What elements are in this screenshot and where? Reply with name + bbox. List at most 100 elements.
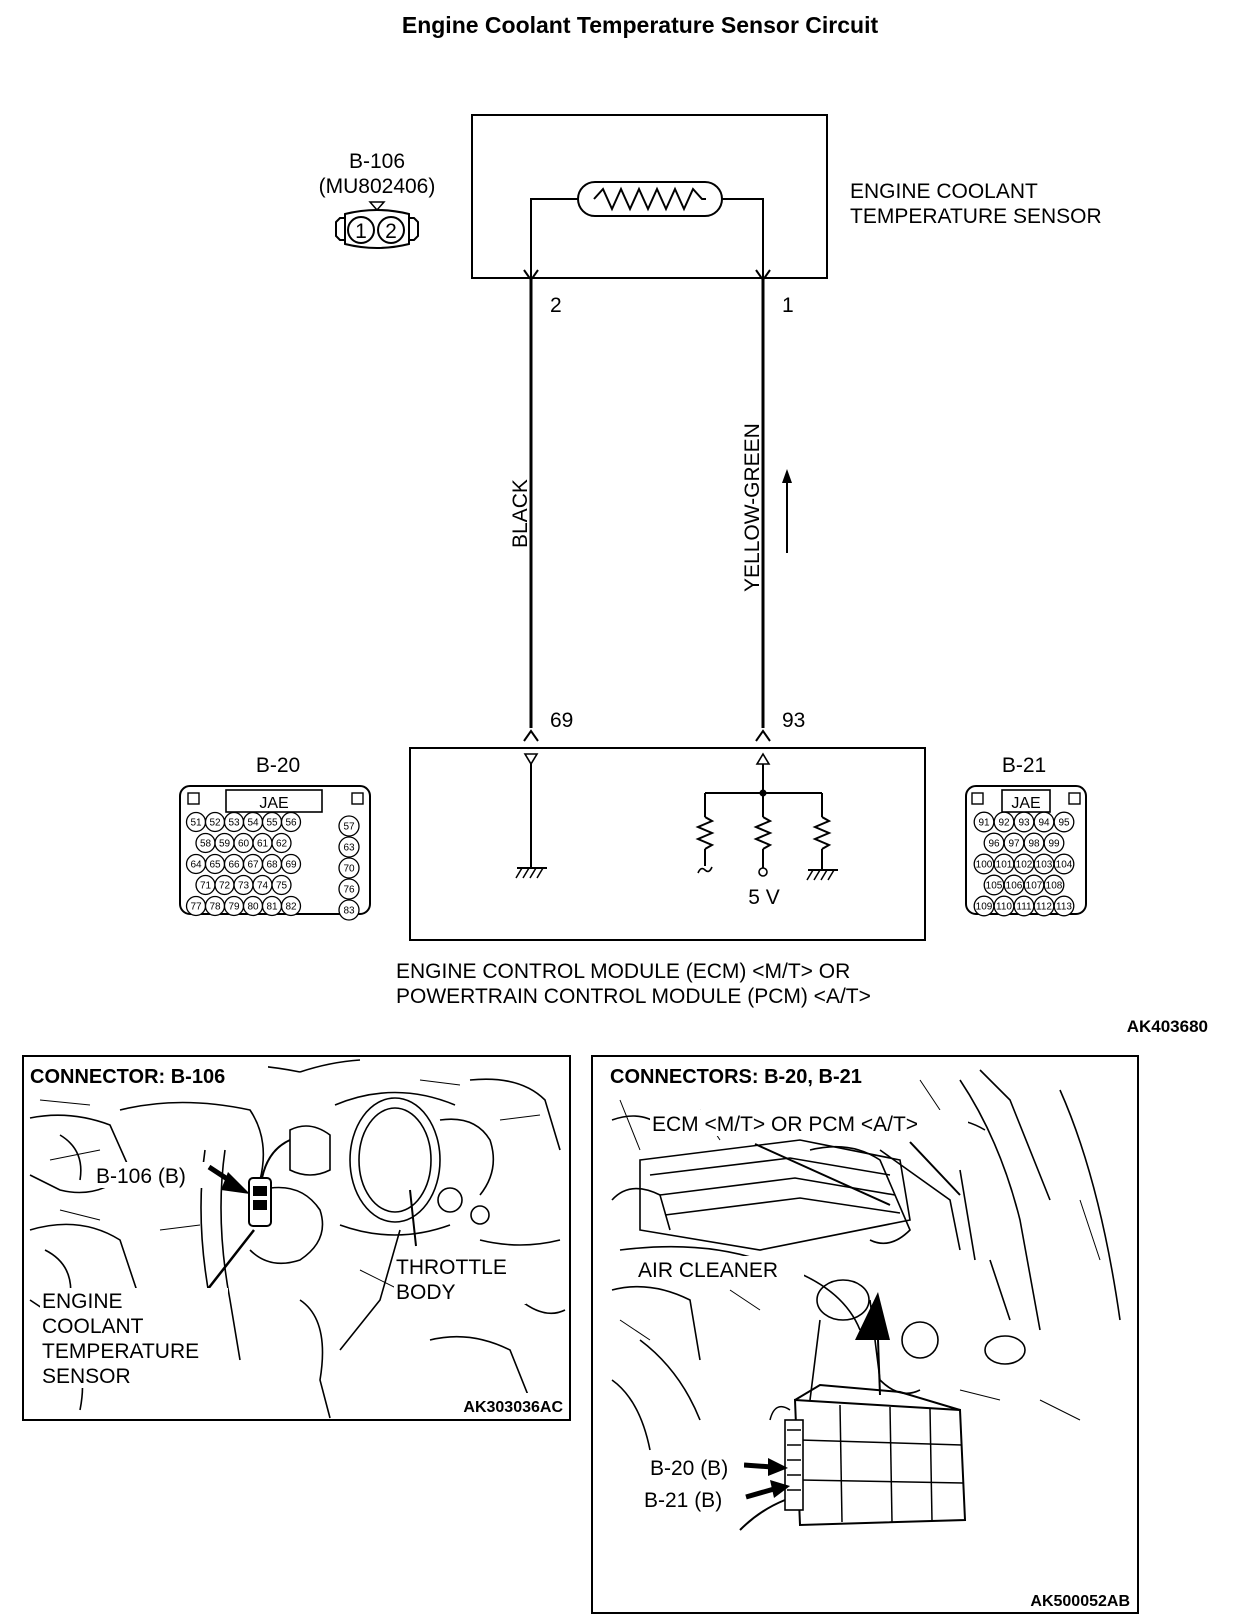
sensor-name-line2: TEMPERATURE SENSOR: [850, 205, 1102, 228]
ground-symbol: [806, 869, 838, 881]
ecm-name-line2: POWERTRAIN CONTROL MODULE (PCM) <A/T>: [396, 985, 871, 1008]
b20-pin-70-circle: [338, 857, 360, 879]
b21-pin-106: 106: [1006, 881, 1023, 892]
b20-pin-79: 79: [228, 902, 240, 913]
b20-pin-62-circle: [271, 832, 292, 854]
b20-pin-57-circle: [338, 815, 360, 837]
b20-pin-69-circle: [280, 853, 302, 875]
sensor-name-line1: ENGINE COOLANT: [850, 180, 1038, 203]
pin-label-93: 93: [782, 709, 805, 732]
ecm-resistor-pullup: [753, 816, 773, 850]
b20-pin-62: 62: [276, 839, 288, 850]
b20-pin-67: 67: [247, 860, 259, 871]
b106-pin-1: 1: [355, 220, 367, 243]
connector-b106-location-panel: CONNECTOR: B-106 B-106 (B) ENGINE COOLAN…: [22, 1055, 571, 1421]
b20-pin-76: 76: [343, 885, 355, 896]
pin-label-69: 69: [550, 709, 573, 732]
b20-connector-id: B-20: [256, 754, 300, 777]
ecm-pin-93-marker: [755, 752, 771, 765]
b20-pin-82-circle: [280, 895, 302, 917]
b20-pin-56: 56: [285, 818, 297, 829]
b21-pin-94: 94: [1038, 818, 1050, 829]
thermistor-resistor: [593, 186, 706, 212]
ground-symbol: [515, 867, 547, 879]
b20-pin-66: 66: [228, 860, 240, 871]
b21-pin-107: 107: [1026, 881, 1043, 892]
ecm-pointer-arrow: [855, 1292, 890, 1340]
b20-pin-54: 54: [247, 818, 259, 829]
b21-pin-113: 113: [1056, 902, 1072, 913]
b21-pin-104: 104: [1056, 860, 1073, 871]
b20-pin-81: 81: [266, 902, 278, 913]
b21-pin-92: 92: [998, 818, 1010, 829]
b21-pin-91: 91: [978, 818, 990, 829]
b21-pin-101: 101: [996, 860, 1013, 871]
b20-pin-65: 65: [209, 860, 221, 871]
b21-pin-104-circle: [1053, 853, 1075, 875]
diagram-title: Engine Coolant Temperature Sensor Circui…: [402, 12, 879, 38]
b21-pin-102: 102: [1016, 860, 1033, 871]
b21-pin-110: 110: [996, 902, 1012, 913]
b21-pin-96: 96: [988, 839, 1000, 850]
b21-pin-105: 105: [986, 881, 1003, 892]
ecm-resistor-left: [695, 816, 715, 850]
b21-pin-95: 95: [1058, 818, 1070, 829]
sensor-box: [471, 114, 828, 279]
b21-pin-99: 99: [1048, 839, 1060, 850]
ecm-pin-69-marker: [523, 753, 539, 766]
b106-pin-2: 2: [385, 220, 397, 243]
b20-pin-73: 73: [238, 881, 250, 892]
b21-pin-93: 93: [1018, 818, 1030, 829]
b20-pin-53: 53: [228, 818, 240, 829]
b20-pin-60: 60: [238, 839, 250, 850]
b20-pin-83-circle: [338, 899, 360, 921]
b20-pin-58: 58: [200, 839, 212, 850]
b21-pin-98: 98: [1028, 839, 1040, 850]
panel-left-code: AK303036AC: [463, 1399, 563, 1416]
b21-pin-95-circle: [1053, 811, 1075, 833]
thermistor-symbol: [577, 181, 723, 217]
b21-pin-113-circle: [1053, 895, 1075, 917]
b20-pin-64: 64: [190, 860, 202, 871]
wire-color-yellow-green: YELLOW-GREEN: [741, 423, 764, 592]
b106-sensor-plug-illustration: [248, 1139, 291, 1227]
b21-callout-arrow: [745, 1486, 775, 1500]
throttle-label-line2: BODY: [396, 1281, 456, 1304]
ecm-resistor-right: [812, 816, 832, 850]
sensor-label-line4: SENSOR: [42, 1365, 131, 1388]
b20-pin-55: 55: [266, 818, 278, 829]
wire-color-black: BLACK: [509, 479, 532, 548]
b106-connector-id: B-106: [349, 150, 405, 173]
b21-pin-103: 103: [1036, 860, 1053, 871]
panel-right-title: CONNECTORS: B-20, B-21: [610, 1066, 862, 1088]
b20-pin-71: 71: [200, 881, 212, 892]
b20-pin-77: 77: [190, 902, 202, 913]
b20-pin-78: 78: [209, 902, 221, 913]
sensor-label-line1: ENGINE: [42, 1290, 123, 1313]
b20-pin-52: 52: [209, 818, 221, 829]
b21-pin-111: 111: [1016, 902, 1032, 913]
b21-pin-109: 109: [976, 902, 993, 913]
b20-pin-59: 59: [219, 839, 231, 850]
air-cleaner-label: AIR CLEANER: [638, 1259, 778, 1282]
b21-pin-97: 97: [1008, 839, 1020, 850]
b21-pin-100: 100: [976, 860, 993, 871]
throttle-label-line1: THROTTLE: [396, 1256, 507, 1279]
b106-callout-label: B-106 (B): [96, 1165, 186, 1188]
b20-pin-61: 61: [257, 839, 269, 850]
b21-connector-id: B-21: [1002, 754, 1046, 777]
b20-pin-51: 51: [190, 818, 202, 829]
b20-pin-69: 69: [285, 860, 297, 871]
b20-pin-80: 80: [247, 902, 259, 913]
b20-pin-57: 57: [343, 822, 355, 833]
ecm-box: [409, 747, 926, 941]
b21-pin-99-circle: [1043, 832, 1065, 854]
pin-label-2: 2: [550, 294, 562, 317]
b20-brand: JAE: [259, 795, 288, 812]
b20-pin-70: 70: [343, 864, 355, 875]
b20-location-label: B-20 (B): [650, 1457, 728, 1480]
supply-terminal: [758, 867, 768, 877]
b20-pin-83: 83: [343, 906, 355, 917]
panel-left-title: CONNECTOR: B-106: [30, 1066, 225, 1088]
